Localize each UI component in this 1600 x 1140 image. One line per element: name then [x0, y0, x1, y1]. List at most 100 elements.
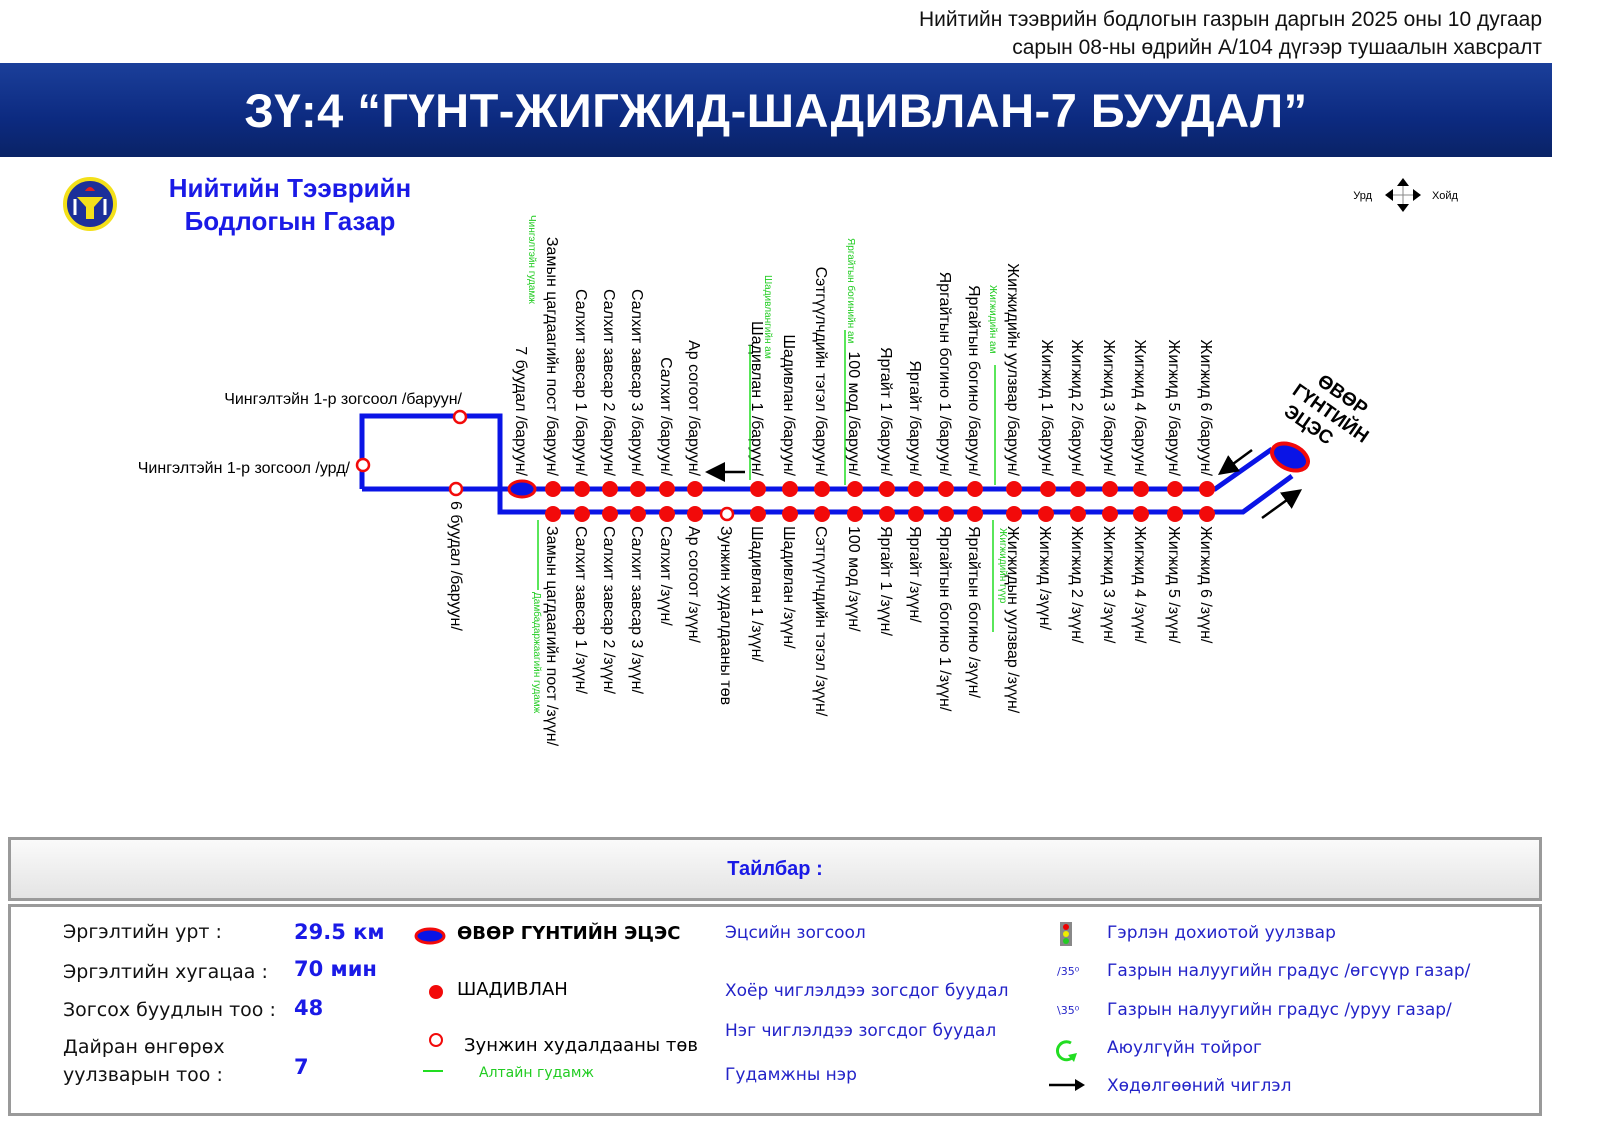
legend-right-label: Гэрлэн дохиотой уулзвар [1107, 923, 1336, 943]
stat-value-route-time: 70 мин [294, 957, 377, 981]
stop-label: Ар согоот /баруун/ [685, 340, 702, 476]
downhill-slope-icon: \35⁰ [1057, 1004, 1080, 1017]
stop-marker [782, 481, 798, 497]
stop-marker [602, 506, 618, 522]
stat-label: уулзварын тоо : [63, 1064, 223, 1086]
stop-label: Салхит /баруун/ [657, 357, 674, 476]
stop-marker [967, 481, 983, 497]
stop-label: Салхит завсар 1 /баруун/ [572, 289, 589, 477]
stop-marker [1040, 481, 1056, 497]
stop-marker [574, 481, 590, 497]
org-name-line-2: Бодлогын Газар [184, 206, 396, 236]
stop-marker [1133, 481, 1149, 497]
stop-label: Салхит завсар 2 /зүүн/ [600, 526, 617, 694]
stop-marker [847, 481, 863, 497]
stop-label: Жигжид 6 /баруун/ [1197, 340, 1214, 477]
stop-marker-hollow [448, 481, 464, 497]
loop-stop-label: 6 буудал /баруун/ [447, 501, 464, 631]
stop-label: Салхит завсар 1 /зүүн/ [572, 526, 589, 694]
stop-label: Жигжидийн уулзвар /баруун/ [1004, 263, 1021, 476]
legend-symbol-label: Алтайн гудамж [479, 1065, 595, 1081]
stop-label: Жигжидын уулзвар /зүүн/ [1004, 526, 1021, 714]
stop-label: Замын цагдаагийн пост /зүүн/ [543, 526, 560, 747]
stop-label: Яргайтын богино /зүүн/ [965, 526, 982, 699]
legend-right-label: Хөдөлгөөний чиглэл [1107, 1076, 1292, 1096]
org-name: Нийтийн Тээврийн Бодлогын Газар [160, 172, 420, 238]
stat-label: Эргэлтийн урт : [63, 921, 222, 943]
decree-note: Нийтийн тээврийн бодлогын газрын даргын … [919, 6, 1542, 62]
stop-marker [602, 481, 618, 497]
stop-label: Замын цагдаагийн пост /баруун/ [543, 237, 560, 477]
loop-stop-label: Чингэлтэйн 1-р зогсоол /урд/ [138, 460, 351, 477]
terminal-marker [507, 479, 537, 499]
title-banner: ЗҮ:4 “ГҮНТ-ЖИГЖИД-ШАДИВЛАН-7 БУУДАЛ” [0, 63, 1552, 157]
stop-marker [847, 506, 863, 522]
stop-marker [879, 481, 895, 497]
stop-marker-hollow [719, 506, 735, 522]
stop-marker [1199, 506, 1215, 522]
stop-marker [814, 506, 830, 522]
stop-marker [1199, 481, 1215, 497]
roundabout-icon [1055, 1040, 1077, 1062]
stop-label: Салхит завсар 3 /зүүн/ [628, 526, 645, 694]
stop-marker [938, 506, 954, 522]
street-name-label: Жигжидийн гүүр [997, 528, 1008, 604]
stop-marker [1038, 506, 1054, 522]
stat-value-stop-count: 48 [294, 996, 324, 1020]
stop-marker [687, 506, 703, 522]
stop-label: Жигжид /зүүн/ [1036, 526, 1053, 631]
stop-label: Жигжид 3 /баруун/ [1100, 340, 1117, 477]
stop-label: Шадивлан 1 /зүүн/ [748, 526, 765, 662]
terminal-marker [1270, 441, 1310, 473]
stop-label: Зунжин худалдааны төв [717, 526, 734, 705]
stop-label: Яргайтын богино 1 /зүүн/ [936, 526, 953, 712]
stop-label: Шадивлан /баруун/ [780, 334, 797, 476]
stop-marker-hollow [355, 457, 371, 473]
stop-marker [782, 506, 798, 522]
direction-arrow-icon [1217, 448, 1253, 475]
legend-right-label: Аюулгүйн тойрог [1107, 1038, 1262, 1058]
stat-label: Эргэлтийн хугацаа : [63, 961, 268, 983]
stop-marker [1133, 506, 1149, 522]
stop-label: Жигжид 4 /зүүн/ [1131, 526, 1148, 644]
stop-marker [630, 481, 646, 497]
stop-marker [659, 481, 675, 497]
legend-title: Тайлбар : [727, 857, 823, 880]
stop-marker [967, 506, 983, 522]
stop-marker [1102, 481, 1118, 497]
legend-symbol-label: Зунжин худалдааны төв [464, 1035, 698, 1056]
legend-symbol-label: ШАДИВЛАН [457, 979, 568, 1000]
stop-label: 7 буудал /баруун/ [512, 346, 529, 476]
stop-symbol-icon [429, 985, 443, 999]
stop-marker [750, 481, 766, 497]
decree-line-2: сарын 08-ны өдрийн А/104 дүгээр тушаалын… [1012, 36, 1542, 59]
stop-label: Яргайт 1 /баруун/ [877, 347, 894, 477]
uphill-slope-icon: /35⁰ [1057, 965, 1080, 978]
stop-label: Шадивлан /зүүн/ [780, 526, 797, 649]
legend-header: Тайлбар : [8, 837, 1542, 901]
stop-label: Салхит завсар 3 /баруун/ [628, 289, 645, 477]
stop-marker [1070, 481, 1086, 497]
stop-label: Шадивлан 1 /баруун/ [748, 321, 765, 477]
stop-marker [750, 506, 766, 522]
stop-label: Жигжид 3 /зүүн/ [1100, 526, 1117, 644]
legend-meaning: Нэг чиглэлдээ зогсдог буудал [725, 1021, 997, 1041]
stop-marker [1167, 506, 1183, 522]
one-way-stop-symbol-icon [429, 1033, 443, 1047]
stop-label: Ар согоот /зүүн/ [685, 526, 702, 643]
direction-arrow-icon [1261, 489, 1303, 520]
page-title: ЗҮ:4 “ГҮНТ-ЖИГЖИД-ШАДИВЛАН-7 БУУДАЛ” [244, 83, 1308, 137]
stop-label: Жигжид 2 /зүүн/ [1068, 526, 1085, 644]
street-name-label: Дамбадаржаагийн гудамж [531, 592, 543, 714]
decree-line-1: Нийтийн тээврийн бодлогын газрын даргын … [919, 8, 1542, 31]
stop-label: Яргайт /баруун/ [906, 360, 923, 476]
stop-label: Яргайтын богино /баруун/ [965, 285, 982, 477]
street-name-label: Чингэлтэйн гудамж [526, 215, 537, 304]
stop-label: Жигжид 5 /баруун/ [1165, 340, 1182, 477]
movement-direction-arrow-icon [1049, 1079, 1085, 1091]
legend: Эргэлтийн урт : 29.5 км Эргэлтийн хугаца… [8, 904, 1542, 1116]
stop-marker [1167, 481, 1183, 497]
stat-label: Дайран өнгөрөх [63, 1036, 225, 1058]
stop-label: Салхит завсар 2 /баруун/ [600, 289, 617, 477]
org-name-line-1: Нийтийн Тээврийн [168, 173, 412, 203]
